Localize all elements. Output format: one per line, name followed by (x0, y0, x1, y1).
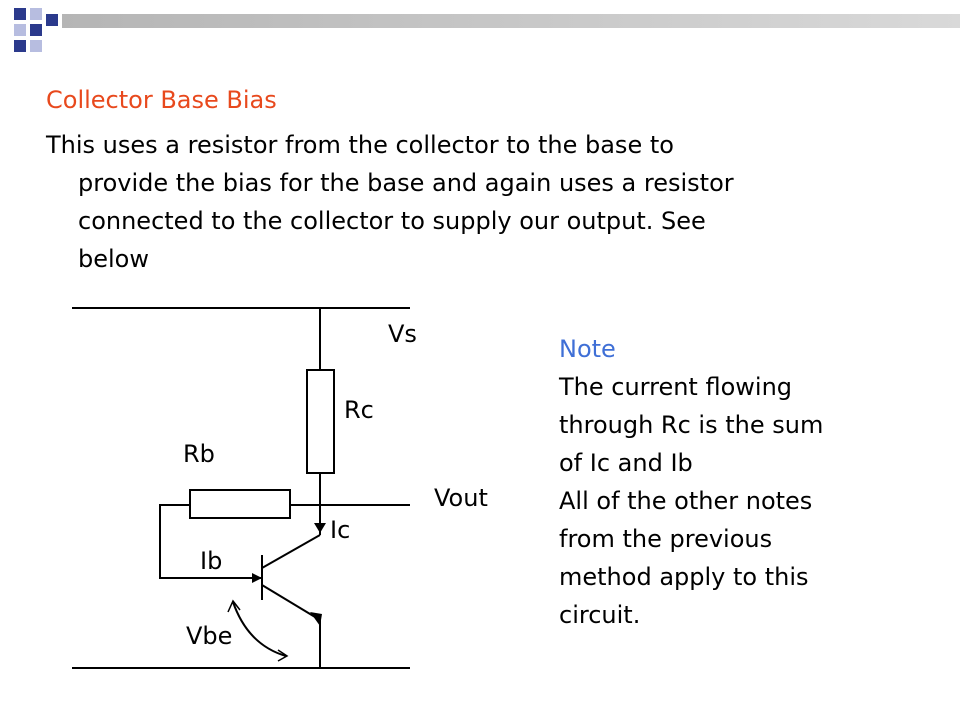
body-line-4: below (78, 245, 149, 273)
label-vbe: Vbe (186, 622, 232, 650)
body-line-1: This uses a resistor from the collector … (46, 131, 674, 159)
note-line-5: from the previous (559, 525, 773, 553)
label-vout: Vout (434, 484, 488, 512)
deco-square-2 (30, 8, 42, 20)
body-line-3: connected to the collector to supply our… (78, 207, 706, 235)
deco-square-3 (46, 14, 58, 26)
note-line-1: The current flowing (559, 373, 793, 401)
deco-square-1 (14, 8, 26, 20)
deco-square-6 (14, 40, 26, 52)
label-rb: Rb (183, 440, 215, 468)
label-ic: Ic (330, 516, 350, 544)
ic-arrow-icon (314, 523, 326, 533)
vbe-arrow-end-icon (277, 649, 289, 662)
note-box: Note The current flowing through Rc is t… (559, 330, 919, 634)
rc-resistor (306, 369, 335, 474)
slide-title: Collector Base Bias (46, 86, 277, 114)
label-rc: Rc (344, 396, 374, 424)
deco-top-bar (62, 14, 960, 28)
deco-square-7 (30, 40, 42, 52)
note-line-2: through Rc is the sum (559, 411, 824, 439)
emitter-diagonal (261, 584, 321, 621)
collector-diagonal (261, 534, 321, 569)
rb-left-wire (159, 504, 262, 579)
label-ib: Ib (200, 547, 222, 575)
vbe-arc (232, 601, 287, 657)
rb-resistor (189, 489, 291, 519)
note-title: Note (559, 335, 616, 363)
vbe-arrow-start-icon (227, 599, 241, 613)
deco-square-5 (30, 24, 42, 36)
body-line-2: provide the bias for the base and again … (78, 169, 734, 197)
label-vs: Vs (388, 320, 417, 348)
ib-arrow-icon (252, 573, 262, 583)
body-text: This uses a resistor from the collector … (46, 126, 906, 278)
note-line-4: All of the other notes (559, 487, 813, 515)
emitter-arrow-icon (310, 612, 322, 626)
note-line-6: method apply to this (559, 563, 809, 591)
deco-square-4 (14, 24, 26, 36)
note-line-7: circuit. (559, 601, 641, 629)
note-line-3: of Ic and Ib (559, 449, 693, 477)
